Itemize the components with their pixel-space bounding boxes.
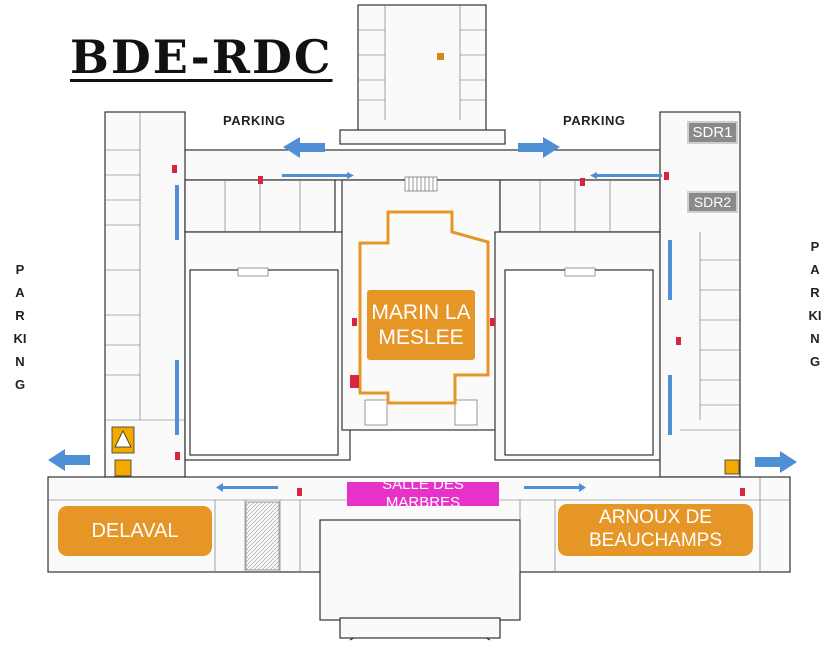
zone-sdr1-label: SDR1 <box>692 123 733 141</box>
hatched-room <box>245 501 280 571</box>
zone-salle-des-marbres[interactable]: SALLE DES MARBRES <box>347 476 499 511</box>
zone-arnoux-de-beauchamps[interactable]: ARNOUX DE BEAUCHAMPS <box>558 504 753 556</box>
zone-sdr2[interactable]: SDR2 <box>687 191 738 213</box>
evacuation-arrows <box>48 137 797 492</box>
zone-arnoux-de-beauchamps-label: ARNOUX DE BEAUCHAMPS <box>588 507 723 551</box>
zone-delaval[interactable]: DELAVAL <box>58 506 212 556</box>
stairs <box>237 176 596 426</box>
zone-delaval-label: DELAVAL <box>91 520 179 542</box>
zone-marin-la-meslee-label: MARIN LA MESLEE <box>371 300 471 349</box>
zone-salle-des-marbres-label: SALLE DES MARBRES <box>382 476 464 511</box>
page-title: BDE-RDC <box>70 30 333 84</box>
zone-sdr1[interactable]: SDR1 <box>687 121 738 144</box>
parking-label-top-left: PARKING <box>223 113 286 128</box>
zone-sdr2-label: SDR2 <box>693 193 732 210</box>
zone-marin-la-meslee[interactable]: MARIN LA MESLEE <box>367 290 475 360</box>
parking-label-right: PARKING <box>808 239 822 369</box>
marin-la-meslee-outline <box>358 210 490 405</box>
parking-label-top-right: PARKING <box>563 113 626 128</box>
parking-label-left: PARKING <box>13 262 27 392</box>
fire-extinguishers <box>172 165 745 496</box>
warning-signs <box>111 53 740 477</box>
